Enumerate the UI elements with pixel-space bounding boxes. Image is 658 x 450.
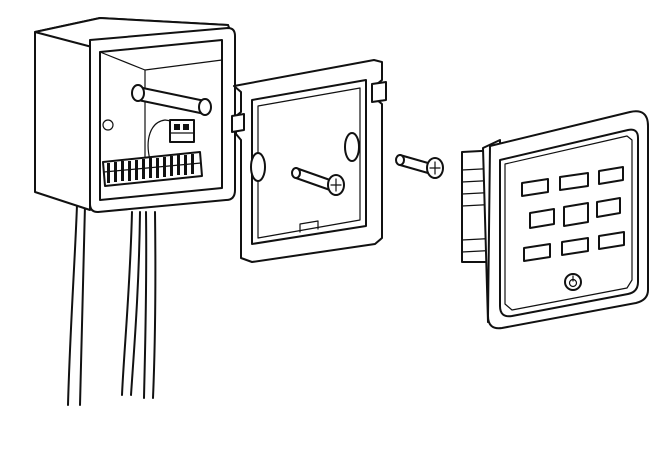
key-button	[563, 202, 589, 227]
key-button	[559, 172, 589, 191]
frame-screw	[291, 167, 345, 196]
mounting-frame	[231, 59, 387, 263]
power-button-icon	[564, 273, 582, 291]
control-panel	[461, 110, 649, 330]
terminal-strip	[102, 151, 203, 187]
keypad-buttons	[521, 166, 625, 262]
key-button	[521, 178, 549, 197]
cable-wires	[67, 204, 157, 406]
key-button	[561, 237, 589, 256]
standoff-post	[131, 84, 212, 116]
frame-recess	[251, 79, 367, 245]
plug-connector	[169, 119, 195, 143]
junction-box	[34, 17, 236, 406]
key-button	[598, 166, 624, 185]
key-button	[596, 197, 621, 218]
key-button	[598, 231, 625, 250]
key-button	[529, 208, 555, 229]
internal-cable	[147, 119, 179, 161]
fixing-screw	[395, 154, 444, 179]
key-button	[523, 243, 551, 262]
